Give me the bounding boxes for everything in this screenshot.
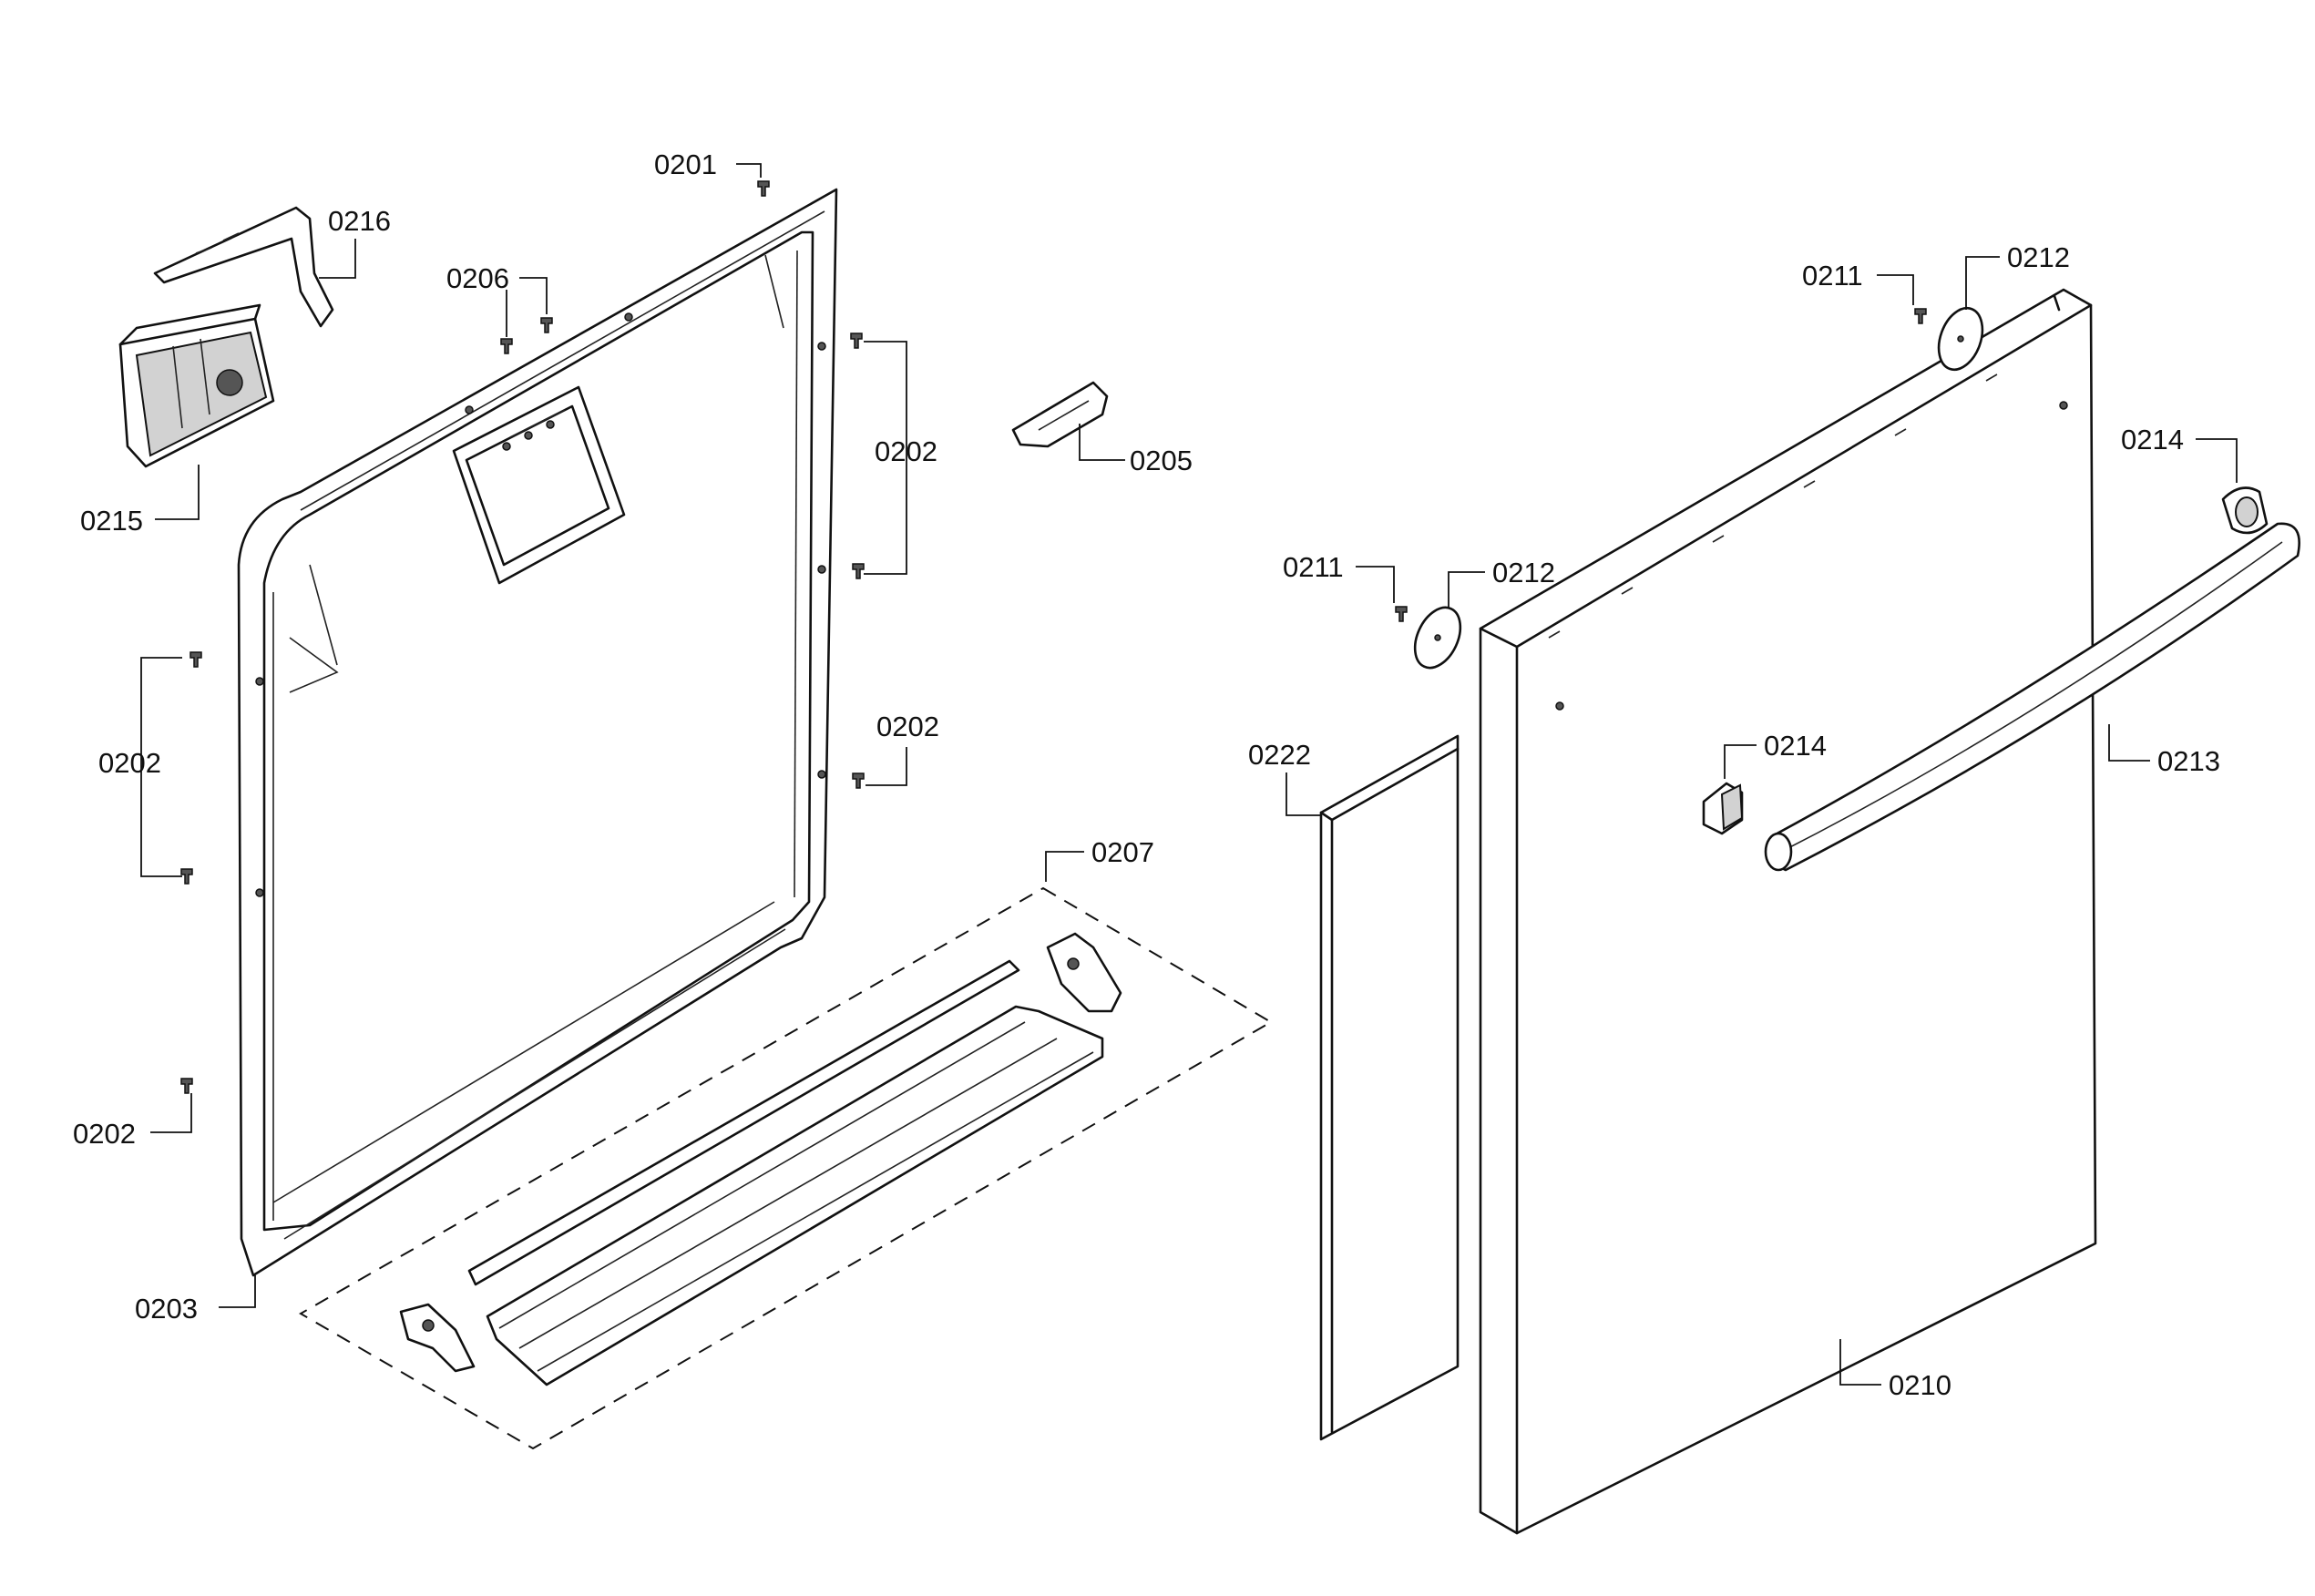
- callout-0211-left: 0211: [1283, 551, 1344, 583]
- callout-0212-top: 0212: [2007, 241, 2070, 273]
- outer-door-panel[interactable]: [1479, 288, 2097, 1535]
- callout-0211-top: 0211: [1802, 260, 1863, 292]
- leader-lines: [140, 163, 2238, 1386]
- callout-0207: 0207: [1091, 836, 1154, 868]
- callout-0206: 0206: [446, 262, 509, 294]
- callout-0215: 0215: [80, 505, 143, 537]
- washer-left[interactable]: [1406, 600, 1469, 675]
- callout-0202-left-pair: 0202: [98, 747, 161, 779]
- callout-0201: 0201: [654, 148, 717, 180]
- bottom-trim-kit[interactable]: [298, 886, 1273, 1450]
- callout-0214-left: 0214: [1764, 730, 1827, 762]
- callout-0214-right: 0214: [2121, 424, 2184, 455]
- callout-0205: 0205: [1130, 445, 1193, 476]
- latch-clip[interactable]: [1011, 381, 1109, 448]
- callout-0202-right-single: 0202: [876, 711, 939, 742]
- callout-0210: 0210: [1889, 1369, 1951, 1401]
- handle-end-cap-left[interactable]: [1702, 782, 1744, 835]
- screw-set: [180, 180, 1927, 1094]
- callout-0213: 0213: [2157, 745, 2220, 777]
- handle-end-cap-right[interactable]: [2221, 486, 2269, 535]
- insulation-panel[interactable]: [1319, 734, 1460, 1441]
- latch-arm[interactable]: [153, 206, 334, 328]
- callout-0202-right-pair: 0202: [875, 435, 937, 467]
- callout-0202-bottom-left: 0202: [73, 1118, 136, 1150]
- detergent-dispenser[interactable]: [118, 303, 275, 468]
- washer-top[interactable]: [1931, 302, 1990, 376]
- callout-0222: 0222: [1248, 739, 1311, 771]
- callout-0212-left: 0212: [1492, 557, 1555, 588]
- callout-labels: 0201 0216 0206 0202 0205 0215 0202 0202 …: [73, 148, 2220, 1401]
- callout-0203: 0203: [135, 1293, 198, 1325]
- callout-0216: 0216: [328, 205, 391, 237]
- door-handle[interactable]: [1764, 522, 2300, 872]
- inner-door-frame[interactable]: [237, 188, 838, 1277]
